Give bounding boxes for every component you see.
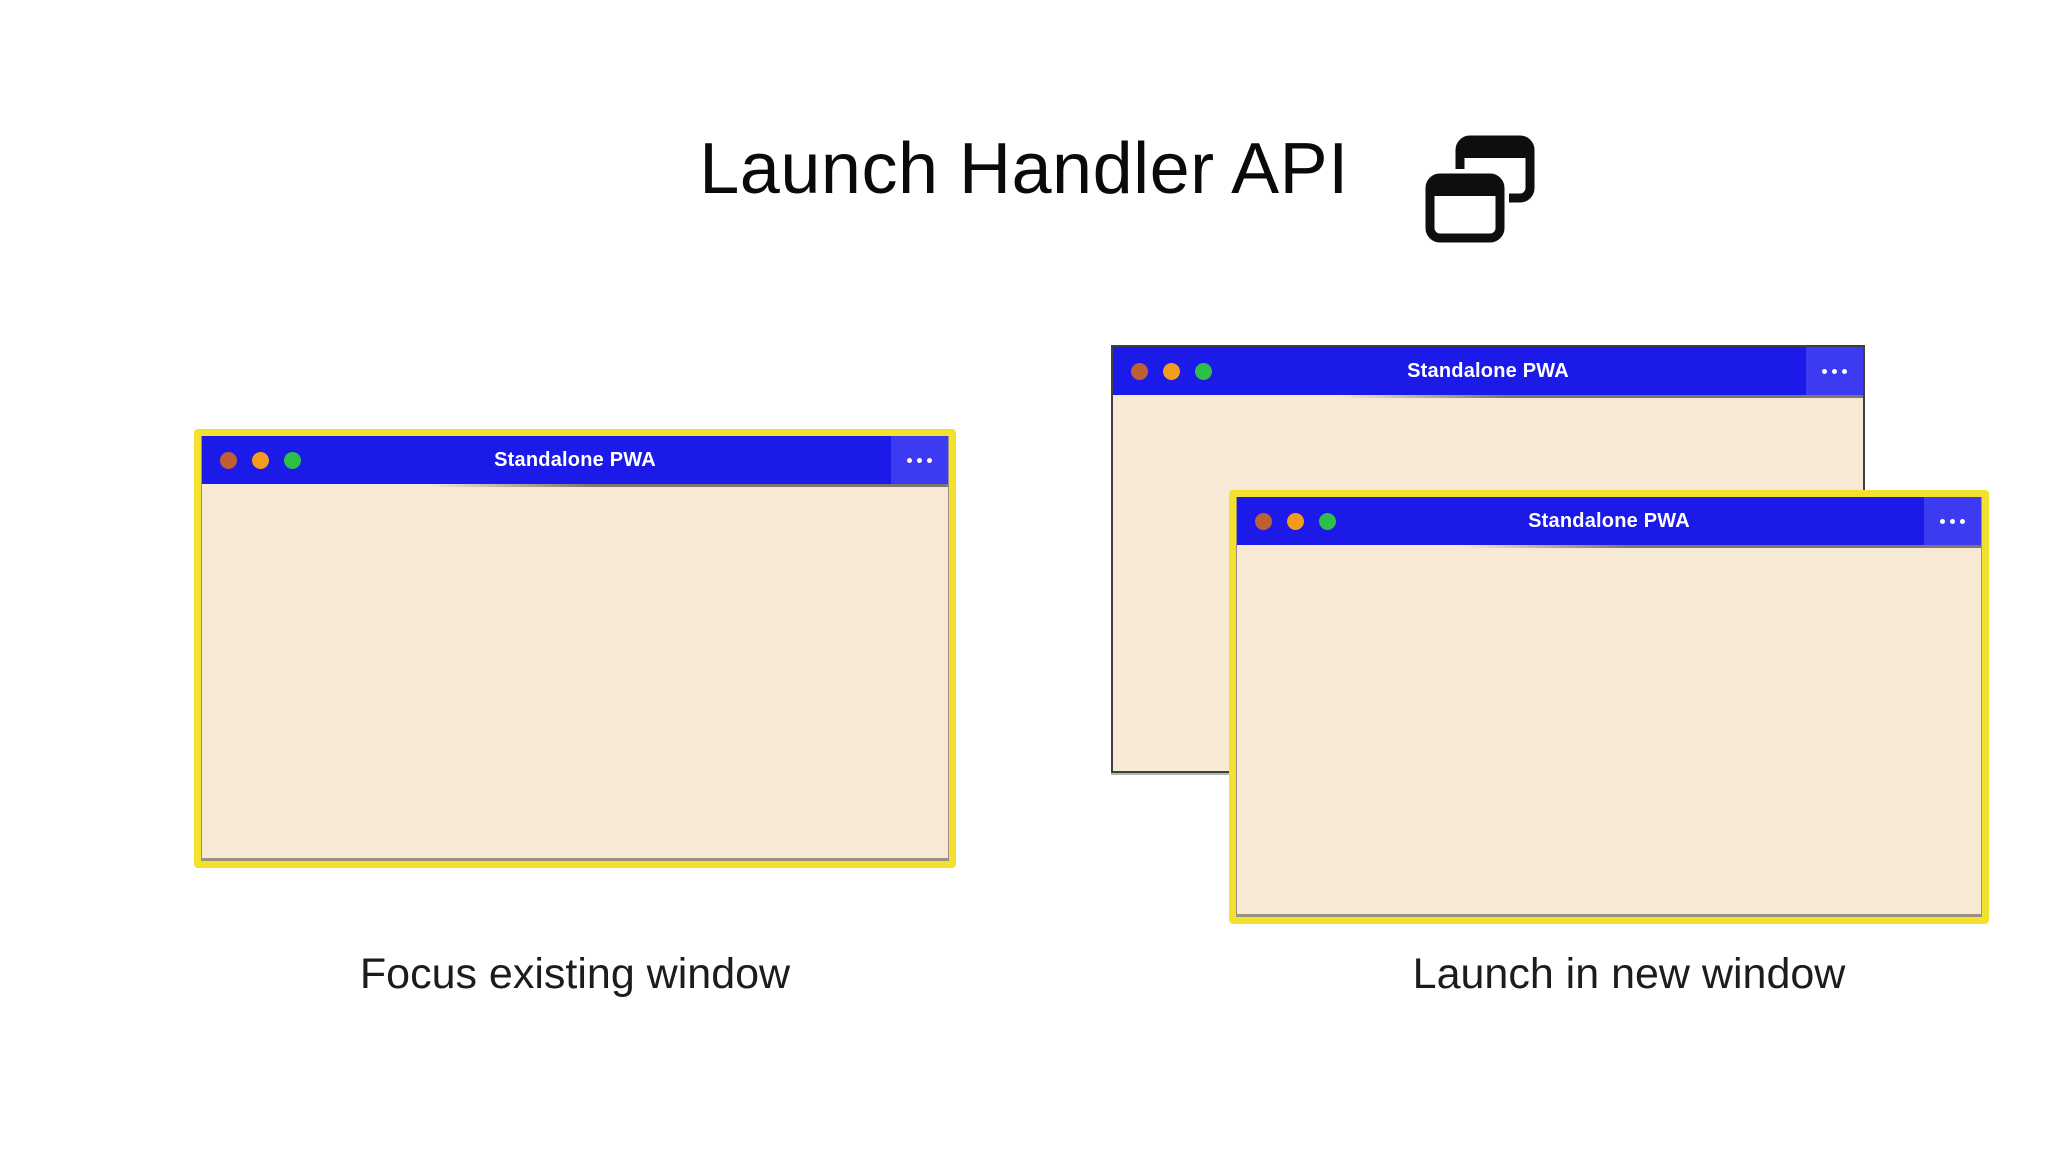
pwa-window-new: Standalone PWA (1236, 497, 1982, 917)
window-menu-button[interactable] (1806, 347, 1863, 395)
ellipsis-icon (1940, 518, 1945, 524)
pwa-window-existing: Standalone PWA (201, 436, 949, 861)
window-title: Standalone PWA (1528, 510, 1690, 532)
close-dot-icon[interactable] (1131, 362, 1148, 380)
overlapping-windows-icon (1424, 134, 1536, 246)
window-menu-button[interactable] (891, 436, 948, 484)
ellipsis-icon (1950, 518, 1955, 524)
window-title: Standalone PWA (1407, 360, 1569, 382)
window-menu-button[interactable] (1924, 497, 1981, 545)
pwa-window-new-highlight: Standalone PWA (1229, 490, 1989, 924)
caption-launch-new: Launch in new window (1412, 950, 1846, 998)
ellipsis-icon (1842, 368, 1847, 374)
window-titlebar[interactable]: Standalone PWA (1113, 347, 1863, 398)
window-title: Standalone PWA (494, 449, 656, 471)
traffic-lights (220, 436, 301, 484)
close-dot-icon[interactable] (1255, 512, 1272, 530)
ellipsis-icon (1832, 368, 1837, 374)
close-dot-icon[interactable] (220, 451, 237, 469)
ellipsis-icon (927, 457, 932, 463)
caption-focus-existing: Focus existing window (359, 950, 791, 998)
zoom-dot-icon[interactable] (284, 451, 301, 469)
ellipsis-icon (1960, 518, 1965, 524)
traffic-lights (1255, 497, 1336, 545)
ellipsis-icon (917, 457, 922, 463)
zoom-dot-icon[interactable] (1319, 512, 1336, 530)
minimize-dot-icon[interactable] (252, 451, 269, 469)
page-title: Launch Handler API (699, 129, 1349, 209)
window-content (1237, 545, 1981, 914)
ellipsis-icon (1822, 368, 1827, 374)
window-content (202, 484, 948, 858)
header: Launch Handler API (0, 0, 2048, 260)
window-titlebar[interactable]: Standalone PWA (1237, 497, 1981, 548)
ellipsis-icon (907, 457, 912, 463)
pwa-window-existing-highlight: Standalone PWA (194, 429, 956, 868)
window-titlebar[interactable]: Standalone PWA (202, 436, 948, 487)
zoom-dot-icon[interactable] (1195, 362, 1212, 380)
minimize-dot-icon[interactable] (1287, 512, 1304, 530)
traffic-lights (1131, 347, 1212, 395)
minimize-dot-icon[interactable] (1163, 362, 1180, 380)
